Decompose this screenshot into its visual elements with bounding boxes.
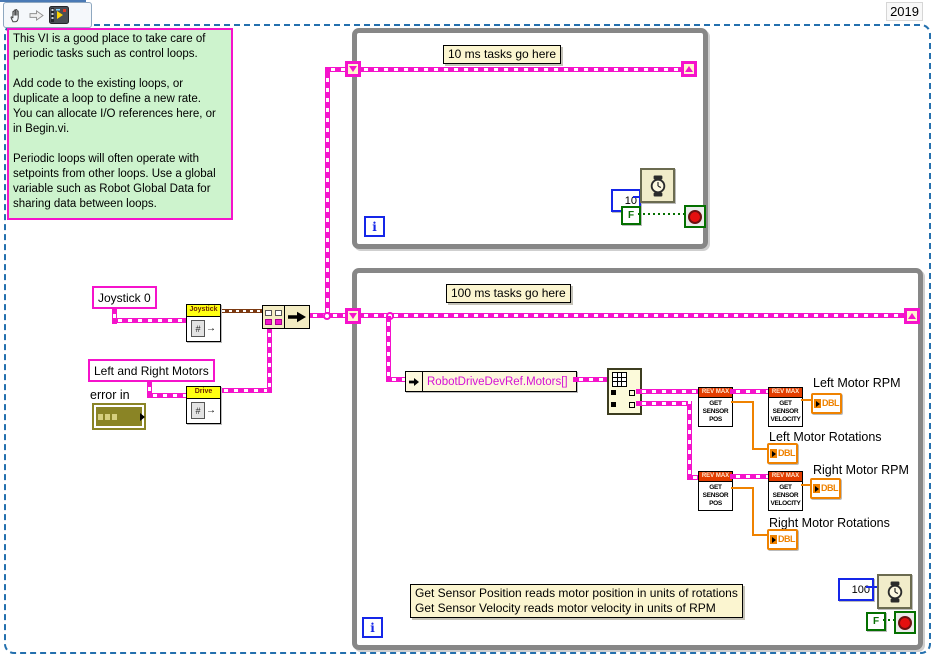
vi-boundary: [4, 24, 931, 654]
wire-to-10ms-loop[interactable]: [325, 67, 355, 72]
rev-get-sensor-velocity-left[interactable]: REV MAX GET SENSOR VELOCITY: [768, 387, 803, 427]
vi-thumbnail-icon[interactable]: [49, 6, 69, 24]
wire-pos-to-vel-left[interactable]: [730, 389, 770, 394]
right-motor-rpm-label: Right Motor RPM: [813, 463, 909, 477]
rev-get-sensor-pos-left[interactable]: REV MAX GET SENSOR POS: [698, 387, 733, 427]
bundle-devrefs-node[interactable]: [262, 305, 310, 329]
wire-left-rot-h1[interactable]: [731, 401, 754, 403]
false-constant-10ms[interactable]: F: [621, 206, 641, 225]
wire-left-rot-h2[interactable]: [752, 448, 767, 450]
wire-10ms-through[interactable]: [358, 67, 684, 72]
joystick-constant[interactable]: Joystick 0: [92, 286, 157, 309]
refnum-arrow-icon: →: [206, 322, 216, 334]
wire-stop-100ms[interactable]: [883, 619, 895, 621]
sensor-note-comment: Get Sensor Position reads motor position…: [410, 584, 743, 618]
refnum-arrow-icon: →: [206, 404, 216, 416]
forward-arrow-icon[interactable]: [28, 9, 45, 22]
iteration-terminal-100ms[interactable]: i: [362, 617, 383, 638]
tunnel-10ms-left[interactable]: [345, 61, 361, 77]
wire-joystick-devref[interactable]: [218, 309, 264, 313]
year-label: 2019: [886, 2, 923, 21]
wait-ms-constant-100[interactable]: 100: [838, 578, 874, 601]
bundle-arrow-icon: [285, 306, 309, 328]
property-node-robotdrive-motors[interactable]: RobotDriveDevRef.Motors[]: [405, 371, 577, 392]
wire-drive-out-v[interactable]: [267, 325, 272, 393]
wire-right-rot-h1[interactable]: [731, 487, 754, 489]
left-motor-rpm-label: Left Motor RPM: [813, 376, 901, 390]
while-loop-100ms[interactable]: [352, 268, 923, 650]
wire-motors-constant-h[interactable]: [147, 393, 188, 398]
rev-get-sensor-pos-right[interactable]: REV MAX GET SENSOR POS: [698, 471, 733, 511]
motors-constant[interactable]: Left and Right Motors: [88, 359, 215, 382]
pan-hand-icon[interactable]: [8, 7, 24, 24]
tunnel-100ms-right[interactable]: [904, 308, 920, 324]
wire-right-rot-h2[interactable]: [752, 534, 767, 536]
left-motor-rpm-indicator[interactable]: DBL: [811, 393, 842, 414]
bundle-cluster-icon: [263, 306, 285, 328]
wire-index-out-right-v[interactable]: [687, 401, 692, 480]
tunnel-10ms-right[interactable]: [681, 61, 697, 77]
left-motor-rotations-indicator[interactable]: DBL: [767, 443, 798, 464]
property-node-label: RobotDriveDevRef.Motors[]: [427, 375, 568, 388]
wait-until-next-ms-multiple-icon[interactable]: [877, 574, 912, 609]
wire-index-out-left[interactable]: [636, 389, 700, 394]
wire-left-rpm[interactable]: [801, 399, 811, 401]
tunnel-100ms-left[interactable]: [345, 308, 361, 324]
wire-left-rot-v[interactable]: [752, 401, 754, 450]
while-loop-10ms[interactable]: [352, 28, 708, 249]
right-motor-rotations-indicator[interactable]: DBL: [767, 529, 798, 550]
wire-motors-constant-v[interactable]: [147, 377, 152, 397]
wire-joystick-constant-h[interactable]: [112, 318, 188, 323]
wire-stop-10ms[interactable]: [638, 213, 684, 215]
loop-100ms-title: 100 ms tasks go here: [446, 284, 571, 303]
left-motor-rotations-label: Left Motor Rotations: [769, 430, 882, 444]
false-constant-100ms[interactable]: F: [866, 612, 886, 631]
error-in-label: error in: [90, 388, 130, 402]
wire-devrefs-branch-v[interactable]: [325, 67, 330, 318]
drive-refnum-vi[interactable]: Drive #→: [186, 386, 221, 424]
indicator-arrow-icon: [770, 449, 777, 458]
wire-junction: [323, 312, 331, 320]
property-node-arrow-icon: [406, 372, 423, 391]
indicator-arrow-icon: [814, 399, 821, 408]
loop-stop-button-100ms[interactable]: [894, 611, 916, 634]
wire-drive-out-h[interactable]: [218, 388, 272, 393]
right-motor-rpm-indicator[interactable]: DBL: [810, 478, 841, 499]
wait-until-next-ms-multiple-icon[interactable]: [640, 168, 675, 203]
indicator-arrow-icon: [813, 484, 820, 493]
wire-pos-to-vel-right[interactable]: [730, 474, 770, 479]
refnum-page-icon: #: [191, 402, 205, 419]
wire-wait-100[interactable]: [866, 586, 877, 588]
wire-right-rot-v[interactable]: [752, 487, 754, 536]
array-grid-icon: [612, 372, 627, 387]
indicator-arrow-icon: [770, 535, 777, 544]
joystick-refnum-vi[interactable]: Joystick #→: [186, 304, 221, 342]
refnum-page-icon: #: [191, 320, 205, 337]
loop-10ms-title: 10 ms tasks go here: [443, 45, 562, 64]
iteration-terminal-10ms[interactable]: i: [364, 216, 385, 237]
wire-wait-10[interactable]: [633, 196, 641, 198]
window-edge: [0, 0, 86, 2]
wire-index-out-right-h1[interactable]: [636, 401, 692, 406]
rev-get-sensor-velocity-right[interactable]: REV MAX GET SENSOR VELOCITY: [768, 471, 803, 511]
right-motor-rotations-label: Right Motor Rotations: [769, 516, 890, 530]
wire-property-to-index[interactable]: [573, 377, 609, 382]
wire-right-rpm[interactable]: [801, 484, 810, 486]
wire-to-property-node-v[interactable]: [386, 316, 391, 382]
wire-100ms-through[interactable]: [358, 313, 908, 318]
loop-stop-button-10ms[interactable]: [684, 205, 706, 228]
documentation-comment: This VI is a good place to take care of …: [7, 28, 233, 220]
wire-to-property-node-h[interactable]: [386, 377, 408, 382]
wire-index-out-right-h2[interactable]: [687, 475, 700, 480]
error-in-cluster-constant[interactable]: [92, 403, 146, 430]
error-cluster-icon: [96, 407, 145, 426]
wire-joystick-constant-v[interactable]: [112, 303, 117, 324]
tools-palette: [3, 2, 92, 28]
